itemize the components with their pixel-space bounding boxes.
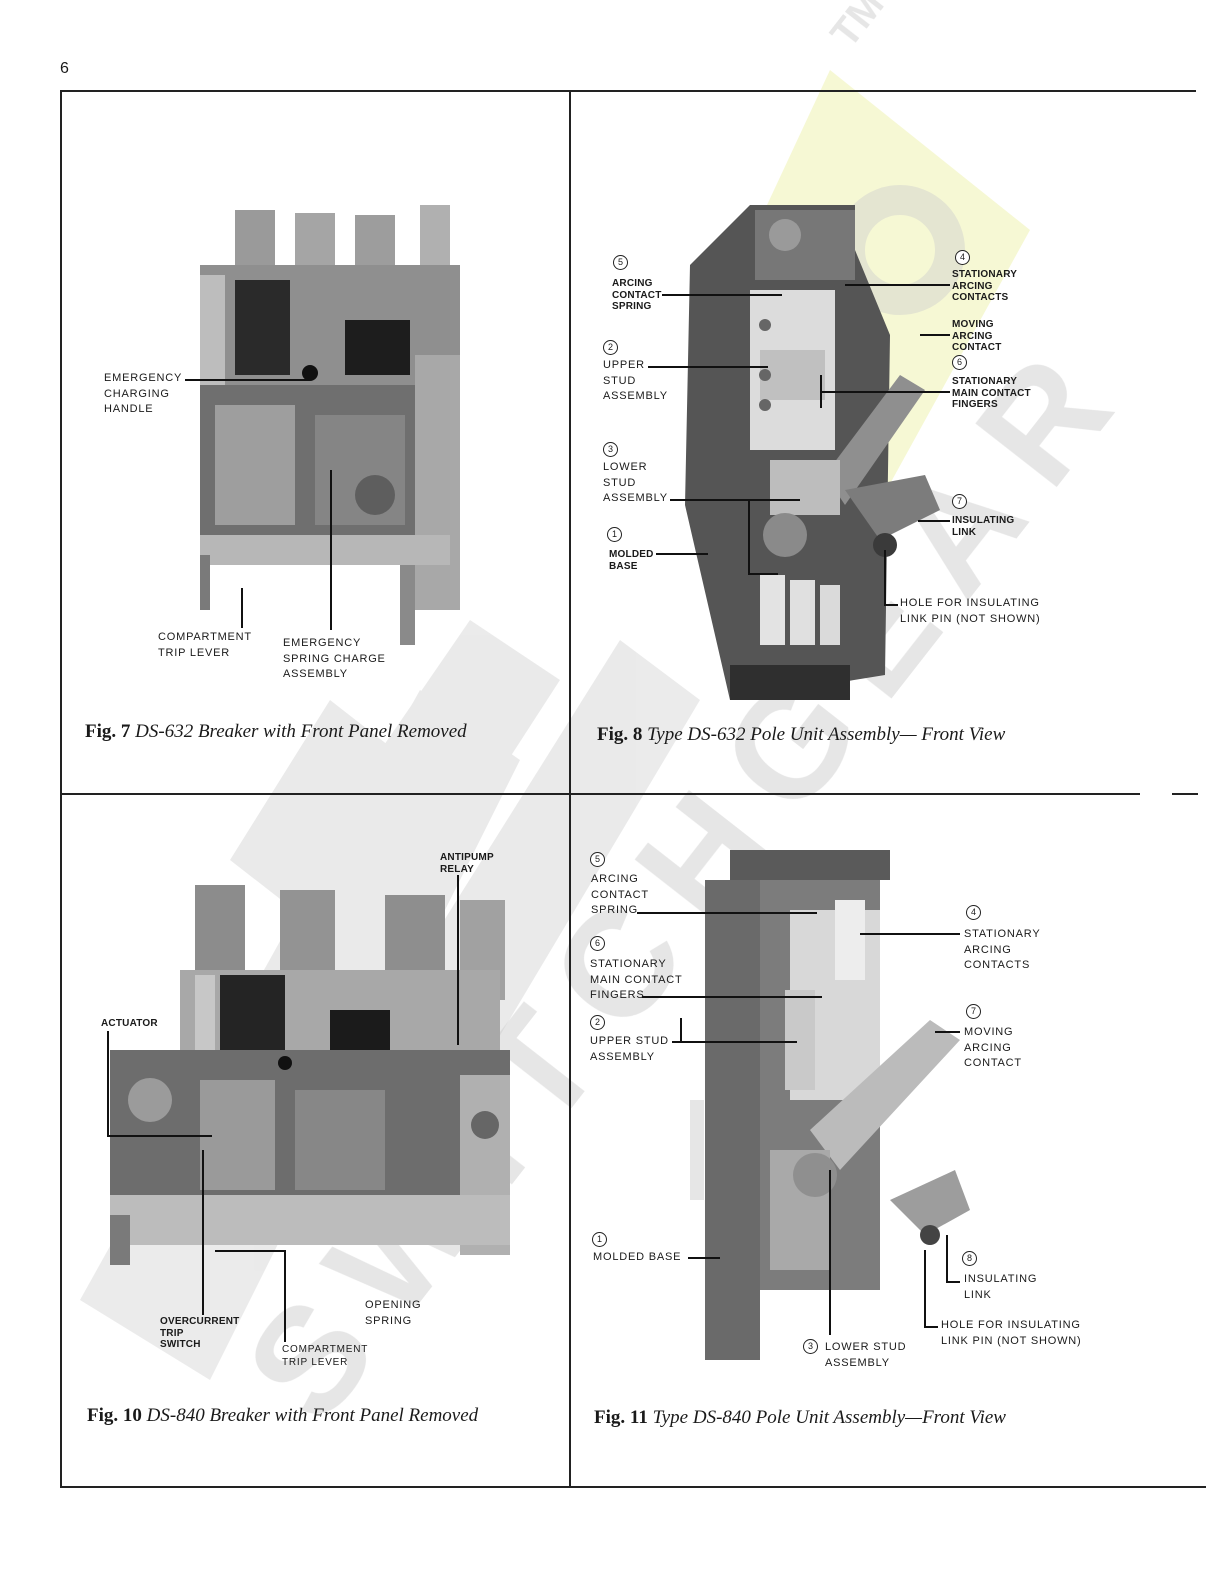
fig10-leader-antipump [457, 875, 459, 1045]
fig8-num-3: 3 [603, 442, 618, 457]
fig8-num-4: 4 [955, 250, 970, 265]
fig10-leader-trip-lever-top [215, 1250, 285, 1252]
fig11-leader-stationary-arcing [860, 933, 960, 935]
fig8-leader-insulating-link [918, 520, 950, 522]
fig10-leader-trip-lever-drop [284, 1250, 286, 1342]
fig11-num-1: 1 [592, 1232, 607, 1247]
frame-top [60, 90, 1196, 92]
fig8-leader-stationary-arcing [845, 284, 950, 286]
fig10-leader-overcurrent [202, 1150, 204, 1315]
fig11-label-molded-base: MOLDED BASE [593, 1251, 682, 1263]
fig11-num-8: 8 [962, 1251, 977, 1266]
frame-bottom [60, 1486, 1206, 1488]
fig10-leader-actuator [107, 1031, 109, 1136]
fig11-leader-insulating-link [946, 1281, 960, 1283]
fig11-leader-hole [924, 1326, 938, 1328]
fig8-leader-hole [884, 550, 886, 605]
fig8-leader-arcing-spring [662, 294, 782, 296]
fig10-caption: Fig. 10 DS-840 Breaker with Front Panel … [87, 1405, 479, 1426]
svg-text:TM: TM [822, 0, 892, 56]
fig11-leader-hole-drop [924, 1250, 926, 1327]
fig8-leader-hole-foot [884, 604, 898, 606]
fig8-leader-main-fingers-bracket [820, 375, 822, 408]
fig11-leader-moving-arcing [935, 1031, 960, 1033]
fig8-leader-moving-arcing [920, 334, 950, 336]
fig8-leader-lower-stud [670, 499, 800, 501]
fig11-leader-arcing-spring [637, 912, 817, 914]
fig7-caption: Fig. 7 DS-632 Breaker with Front Panel R… [85, 721, 467, 742]
fig11-num-6: 6 [590, 936, 605, 951]
fig11-leader-main-fingers [642, 996, 822, 998]
fig7-leader-trip-lever [241, 588, 243, 628]
fig11-leader-upper-stud [672, 1041, 797, 1043]
frame-middle-right-tick [1172, 793, 1198, 795]
fig8-leader-main-fingers [822, 391, 950, 393]
fig8-num-2: 2 [603, 340, 618, 355]
frame-left [60, 90, 62, 1487]
fig10-photo [110, 880, 530, 1270]
fig7-photo [185, 205, 465, 650]
fig11-num-4: 4 [966, 905, 981, 920]
fig11-caption: Fig. 11 Type DS-840 Pole Unit Assembly—F… [594, 1407, 1006, 1428]
frame-middle-left [60, 793, 1140, 795]
fig8-num-7: 7 [952, 494, 967, 509]
fig11-num-7: 7 [966, 1004, 981, 1019]
frame-center [569, 90, 571, 1487]
fig8-num-1: 1 [607, 527, 622, 542]
fig8-num-6: 6 [952, 355, 967, 370]
fig11-num-2: 2 [590, 1015, 605, 1030]
fig11-leader-molded-base [688, 1257, 720, 1259]
fig8-leader-lower-stud-foot [748, 573, 778, 575]
fig8-leader-upper-stud [648, 366, 768, 368]
fig8-leader-lower-stud-drop [748, 499, 750, 574]
fig8-num-5: 5 [613, 255, 628, 270]
fig8-leader-molded-base [656, 553, 708, 555]
fig11-leader-insulating-link-drop [946, 1235, 948, 1282]
fig11-leader-lower-stud [829, 1170, 831, 1335]
fig10-label-actuator: ACTUATOR [101, 1018, 158, 1029]
fig8-photo [670, 205, 950, 705]
fig7-leader-spring-charge [330, 470, 332, 630]
fig11-photo [690, 850, 980, 1370]
fig11-num-3: 3 [803, 1339, 818, 1354]
page-number: 6 [60, 60, 69, 77]
fig11-leader-upper-stud-bracket [680, 1018, 682, 1043]
fig7-leader-handle [185, 379, 310, 381]
fig10-leader-actuator-foot [107, 1135, 212, 1137]
fig11-num-5: 5 [590, 852, 605, 867]
fig8-caption: Fig. 8 Type DS-632 Pole Unit Assembly— F… [597, 724, 1006, 745]
